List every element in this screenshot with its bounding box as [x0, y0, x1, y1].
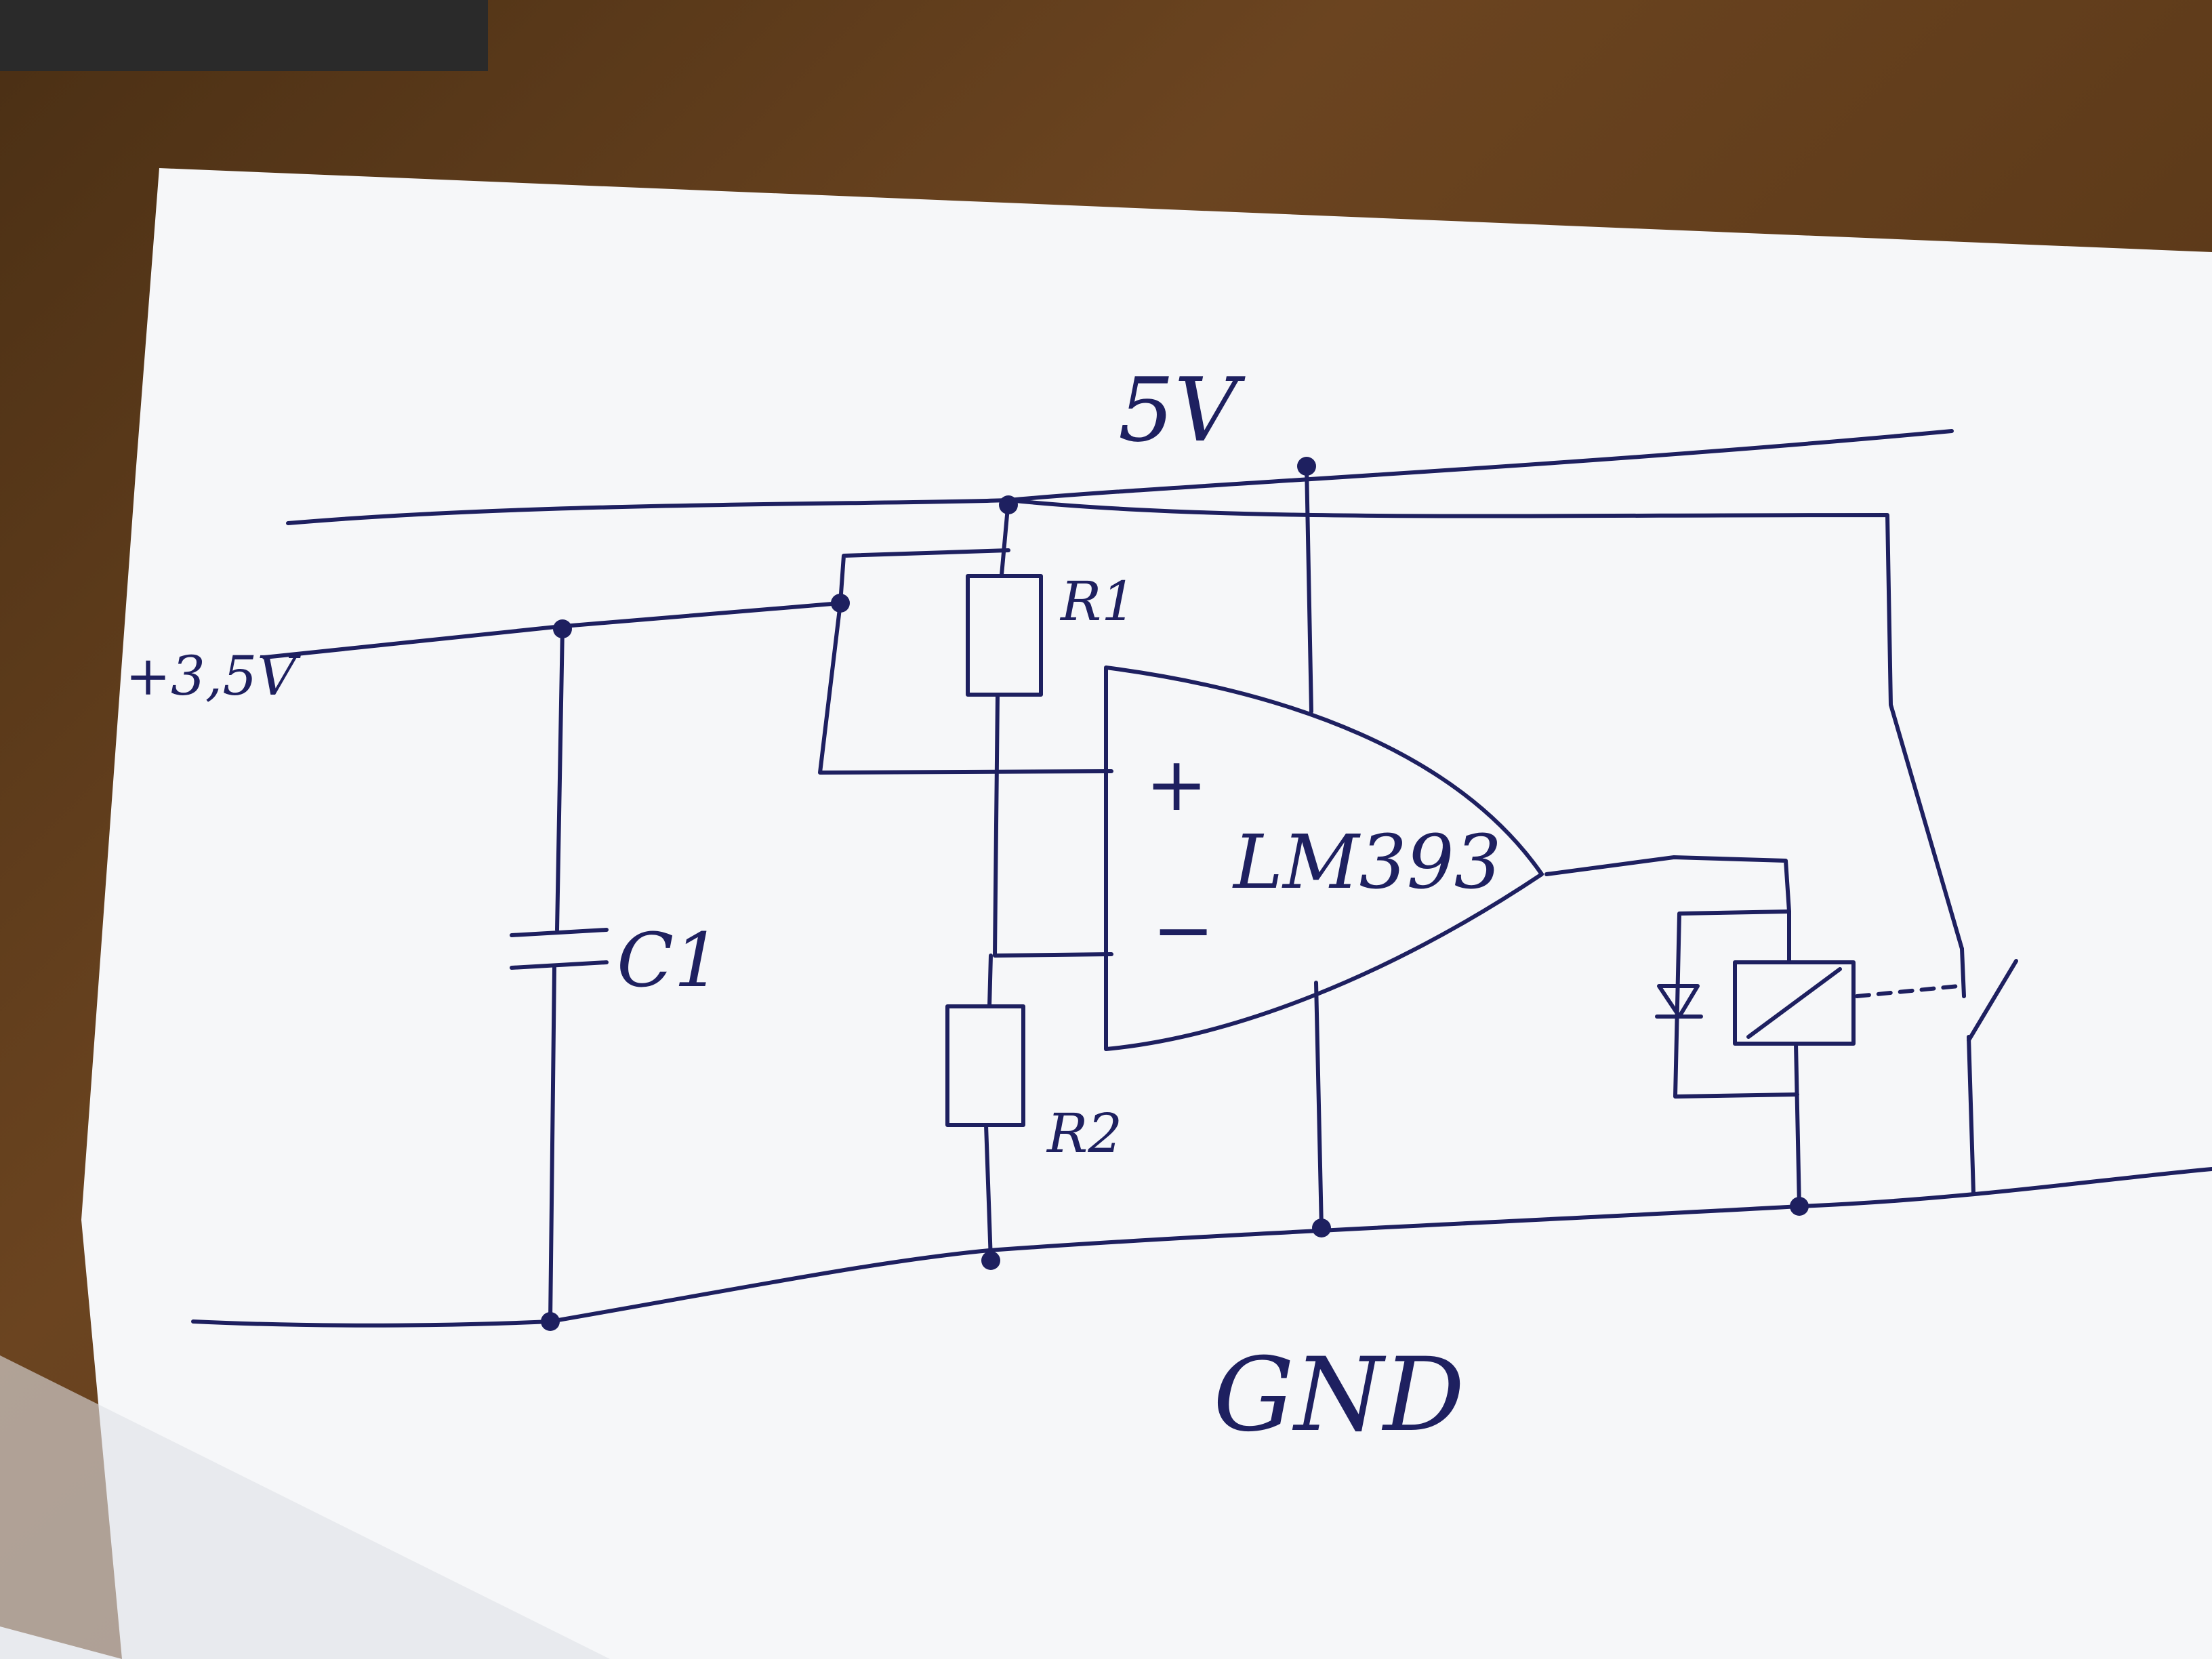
desk-edge	[0, 0, 488, 71]
label-r2: R2	[1046, 1102, 1122, 1165]
relay-coil-slash	[1746, 967, 1842, 1039]
label-input: +3,5V	[125, 644, 301, 708]
capacitor-plate-bottom	[510, 960, 609, 970]
comparator-vcc	[1305, 464, 1313, 714]
comparator-gnd	[1314, 981, 1324, 1230]
plus-input-wire	[818, 548, 1113, 775]
label-ic: LM393	[1232, 819, 1502, 905]
capacitor-wire-top	[555, 625, 565, 932]
label-c1: C1	[617, 917, 721, 1004]
r1-body	[966, 574, 1043, 697]
label-r1: R1	[1059, 570, 1136, 633]
label-supply: 5V	[1118, 359, 1246, 462]
diode-symbol	[1655, 984, 1703, 1019]
label-plus-input: +	[1145, 741, 1208, 827]
capacitor-wire-bottom	[548, 966, 556, 1324]
comparator-body	[1104, 665, 1544, 1051]
relay-switch	[1960, 947, 2018, 1195]
divider-wire	[987, 693, 1113, 1008]
output-wire	[1544, 855, 1791, 914]
junction-dots	[541, 457, 1809, 1331]
label-minus-input: −	[1152, 886, 1214, 973]
ground-rail	[191, 1167, 2212, 1328]
r2-lead-bottom	[984, 1123, 993, 1263]
switch-feed-wire	[1006, 498, 1964, 951]
paper-shadow	[0, 1355, 610, 1659]
label-ground: GND	[1213, 1336, 1465, 1454]
capacitor-plate-top	[510, 928, 609, 937]
relay-link	[1855, 984, 1961, 998]
diode-loop	[1673, 909, 1799, 1099]
relay-leads	[1787, 909, 1801, 1208]
supply-rail	[286, 429, 1954, 525]
